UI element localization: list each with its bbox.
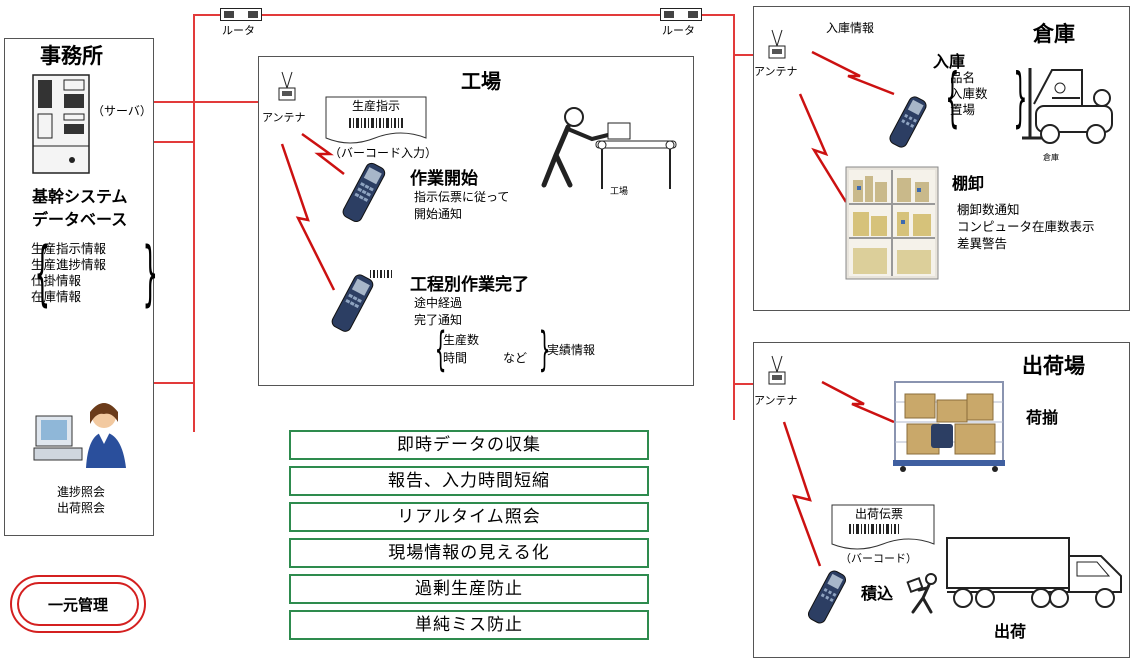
inventory-item: コンピュータ在庫数表示 (957, 219, 1095, 234)
process-desc: 完了通知 (414, 313, 463, 327)
antenna-icon (278, 71, 296, 101)
operator-icon (33, 403, 126, 468)
forklift-label: 倉庫 (1043, 153, 1059, 162)
db-items: 生産指示情報 生産進捗情報 仕掛情報 在庫情報 (31, 241, 106, 305)
benefit-item: 報告、入力時間短縮 (289, 466, 649, 496)
router-label: ルータ (222, 24, 255, 37)
brace-left: { (434, 322, 447, 376)
inventory-item: 差異警告 (957, 236, 1008, 251)
production-slip (325, 96, 427, 144)
db-item: 在庫情報 (31, 289, 82, 304)
benefit-item: 現場情報の見える化 (289, 538, 649, 568)
link-office-2 (150, 382, 194, 384)
central-management-label: 一元管理 (47, 596, 108, 614)
inquiry-progress: 進捗照会 (57, 485, 106, 499)
process-desc: 途中経過 (414, 296, 463, 310)
inbound-item: 入庫数 (950, 86, 988, 101)
ship-title: 出荷 (994, 622, 1027, 641)
inbound-title: 入庫 (933, 52, 966, 71)
inbound-item: 置場 (950, 102, 976, 117)
db-item: 生産指示情報 (31, 241, 107, 256)
antenna-label: アンテナ (262, 111, 306, 124)
server-label: （サーバ） (92, 104, 152, 118)
shelf-icon (845, 166, 939, 280)
inventory-item: 棚卸数通知 (957, 202, 1020, 217)
process-complete-title: 工程別作業完了 (410, 275, 529, 295)
benefit-item: 即時データの収集 (289, 430, 649, 460)
db-item: 生産進捗情報 (31, 257, 107, 272)
inbound-item: 品名 (950, 70, 976, 85)
handheld-terminal-icon (331, 270, 392, 332)
wireless-signal (301, 132, 345, 175)
antenna-label: アンテナ (754, 394, 798, 407)
work-start-title: 作業開始 (410, 169, 478, 189)
antenna-label: アンテナ (754, 65, 798, 78)
office-title: 事務所 (40, 44, 103, 68)
slip-title: 生産指示 (352, 99, 401, 113)
antenna-icon (768, 355, 786, 385)
handheld-terminal-icon (889, 96, 927, 148)
brace-left: { (945, 61, 960, 135)
wireless-signal (782, 421, 822, 567)
warehouse-panel (753, 6, 1130, 311)
wireless-signal (821, 380, 895, 424)
cart-boxes-icon (893, 381, 1005, 472)
shipping-title: 出荷場 (1022, 354, 1085, 378)
handheld-terminal-icon (342, 162, 386, 223)
factory-title: 工場 (461, 69, 501, 93)
router-icon (220, 8, 262, 21)
forklift-icon (1022, 68, 1113, 144)
work-start-desc: 開始通知 (414, 207, 463, 221)
brace-right: } (1013, 61, 1028, 135)
db-item: 仕掛情報 (31, 273, 82, 288)
result-info-label: 実績情報 (547, 343, 596, 357)
sorting-title: 荷揃 (1026, 408, 1059, 427)
inventory-title: 棚卸 (952, 174, 985, 193)
wireless-signal (798, 93, 848, 203)
inbound-info-label: 入庫情報 (826, 21, 875, 35)
network-drop-office (193, 14, 195, 432)
barcode-input-label: （バーコード入力） (329, 146, 438, 160)
antenna-icon (768, 29, 786, 59)
link-factory (193, 101, 285, 103)
benefit-item: 過剰生産防止 (289, 574, 649, 604)
benefit-item: リアルタイム照会 (289, 502, 649, 532)
brace-right: } (538, 322, 551, 376)
metric-time: 時間 (443, 351, 468, 365)
server-icon (32, 74, 90, 174)
inquiry-shipping: 出荷照会 (57, 501, 106, 515)
work-start-desc: 指示伝票に従って (414, 190, 510, 204)
wireless-signal (811, 50, 895, 96)
brace-right: } (142, 232, 159, 314)
router-icon (660, 8, 702, 21)
shipping-slip (831, 504, 935, 550)
factory-worker-icon (541, 107, 677, 189)
warehouse-title: 倉庫 (1033, 22, 1075, 46)
brace-left: { (34, 232, 51, 314)
truck-icon (946, 537, 1122, 608)
central-management-badge: 一元管理 (10, 575, 146, 633)
inbound-items: 品名 入庫数 置場 (950, 70, 988, 118)
wireless-signal (280, 143, 336, 291)
network-drop-warehouse (733, 14, 735, 420)
factory-illustration-label: 工場 (610, 187, 629, 197)
metrics-etc: など (503, 351, 528, 365)
shipping-slip-title: 出荷伝票 (855, 507, 904, 521)
metric-count: 生産数 (443, 333, 480, 347)
loader-person-icon (906, 573, 937, 614)
shipping-barcode-label: （バーコード） (840, 552, 917, 565)
network-backbone (193, 14, 733, 16)
system-title: 基幹システム (32, 187, 128, 206)
benefit-item: 単純ミス防止 (289, 610, 649, 640)
handheld-terminal-icon (807, 570, 847, 624)
loading-title: 積込 (861, 584, 894, 603)
db-title: データベース (32, 210, 128, 229)
router-label: ルータ (662, 24, 695, 37)
